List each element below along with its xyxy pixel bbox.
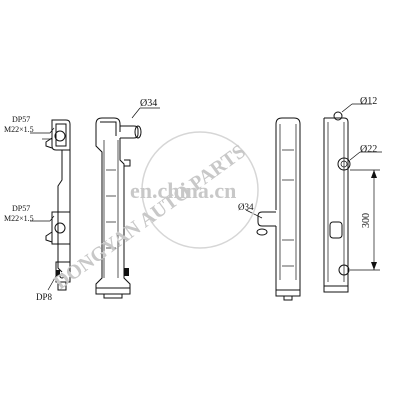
left-upper-code-label: DP57 [12,115,30,124]
left-lower-fitting-callout: DP57 M22×1.5 [4,204,55,223]
watermark-diagonal: DONGYAN AUTO PARTS [50,140,250,294]
watermark-center-text: en.china.cn [130,178,236,203]
side-mid-port-callout: Ø22 [349,144,382,161]
tank-side-view-right [323,111,351,293]
left-upper-fitting-callout: DP57 M22×1.5 [4,115,55,134]
watermark-diagonal-text: DONGYAN AUTO PARTS [50,140,250,294]
left-drain-code-label: DP8 [36,292,53,302]
left-lower-code-label: DP57 [12,204,30,213]
tank-rear-view [256,117,301,301]
watermark-logo: en.china.cn [130,131,259,249]
left-upper-thread-label: M22×1.5 [4,125,34,134]
left-lower-thread-label: M22×1.5 [4,214,34,223]
rear-outlet-diameter-label: Ø34 [238,202,254,212]
height-dimension: 300 [350,169,380,271]
height-dimension-label: 300 [361,213,372,228]
front-inlet-callout: Ø34 [131,98,160,119]
side-top-port-diameter-label: Ø12 [360,96,377,107]
side-mid-port-diameter-label: Ø22 [360,144,377,155]
left-drain-callout: DP8 [36,275,57,302]
front-inlet-diameter-label: Ø34 [140,98,157,109]
rear-outlet-callout: Ø34 [238,202,263,219]
side-top-port-callout: Ø12 [341,96,377,113]
left-tank-side-view [42,119,71,291]
tank-front-view [95,117,142,299]
